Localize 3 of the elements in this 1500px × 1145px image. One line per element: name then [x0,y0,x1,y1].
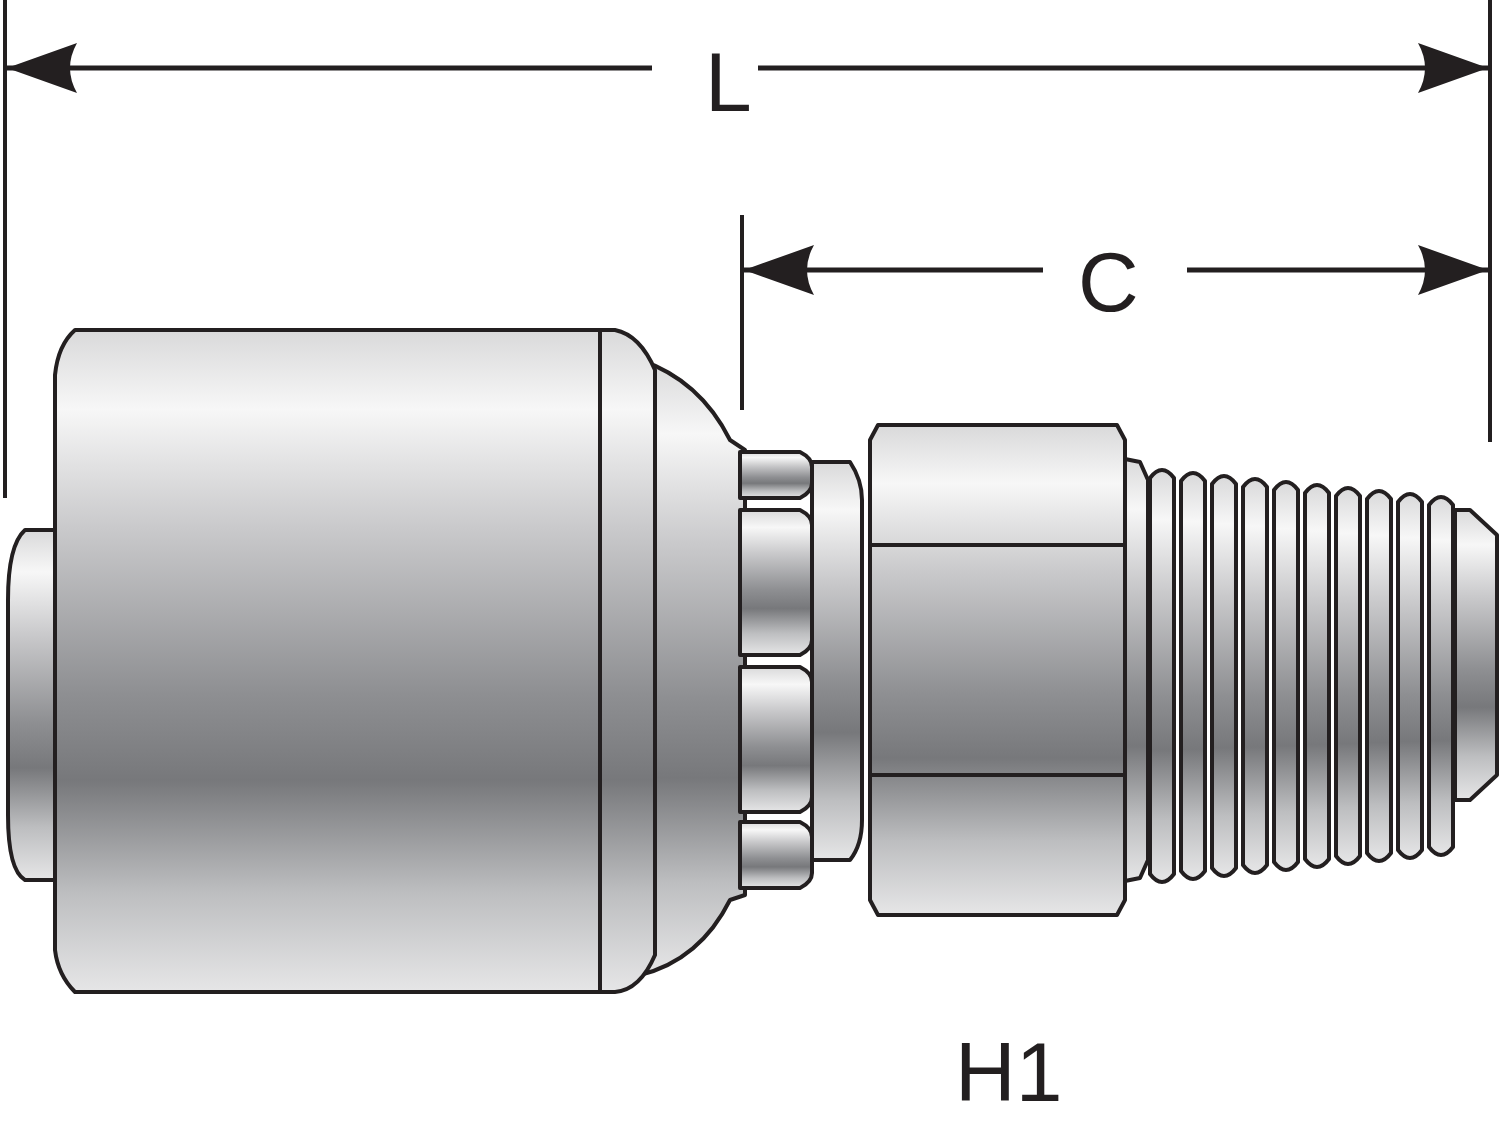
dimension-label: C [1078,240,1139,324]
dimension-label: L [705,40,752,124]
part-label: H1 [955,1030,1063,1114]
